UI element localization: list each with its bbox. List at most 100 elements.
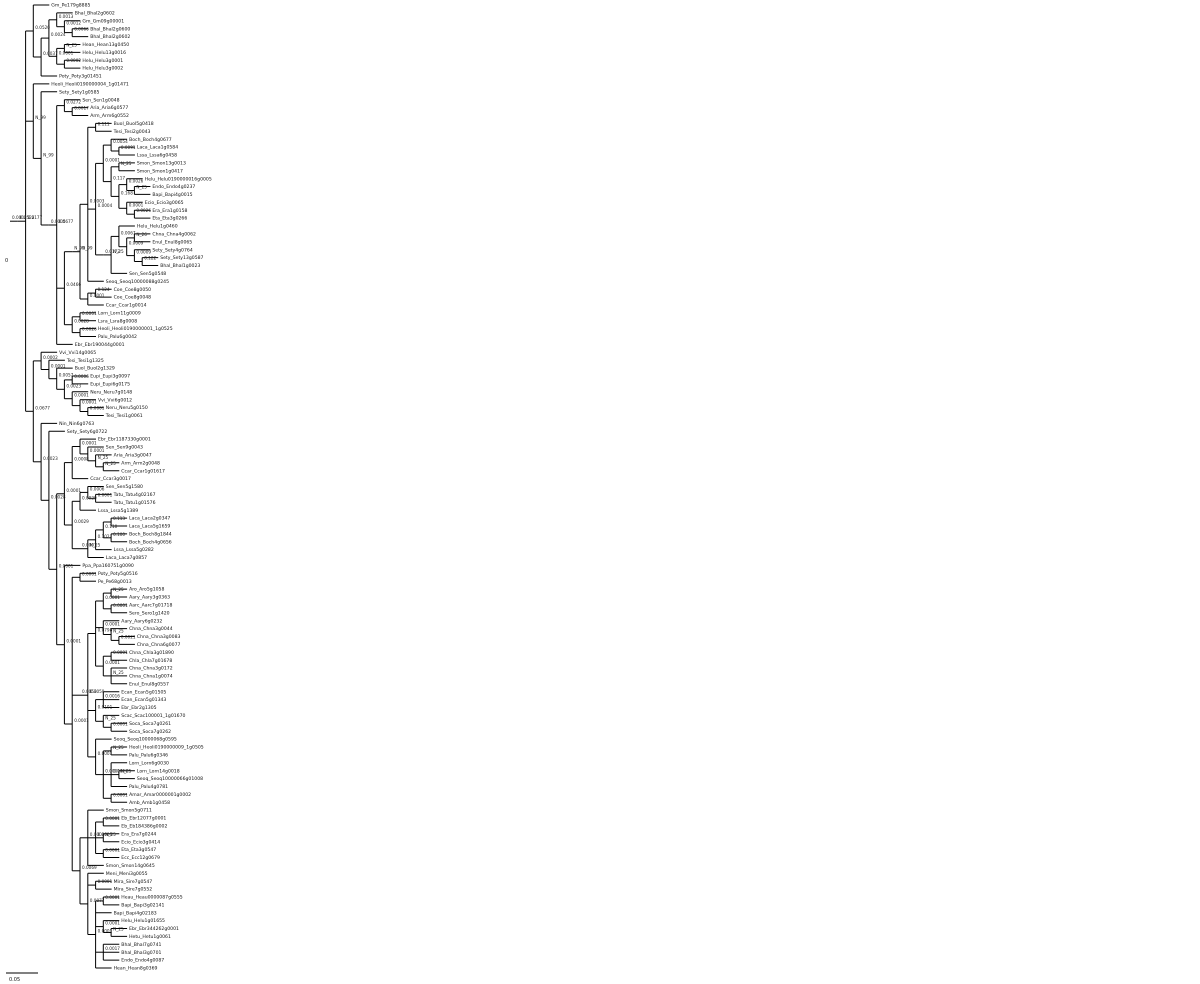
tip-label: Bhal_Bhal2g0602 bbox=[90, 34, 130, 40]
tip-label: Buol_Buol2g1329 bbox=[75, 366, 115, 372]
tip-label: Helu_Helu13g0016 bbox=[82, 50, 126, 56]
branch-support-value: 0.0001 bbox=[59, 563, 74, 568]
tip-label: Chna_Chna3g0044 bbox=[129, 626, 173, 632]
branch-support-value: N_25 bbox=[113, 249, 124, 254]
tip-label: Gm_Pe179g8885 bbox=[51, 3, 90, 9]
branch-support-value: 0.117 bbox=[113, 176, 125, 181]
tip-label: Palu_Palu4g0781 bbox=[129, 784, 168, 790]
tip-label: Hean_Hean8g0369 bbox=[114, 966, 158, 972]
scale-bar: 0.05 bbox=[6, 972, 38, 983]
tip-label: Palu_Palu6g0346 bbox=[129, 753, 168, 759]
branch-support-value: 0.0001 bbox=[82, 543, 97, 548]
tip-label: Hetu_Hetu1g0061 bbox=[129, 934, 171, 940]
branch-support-value: 0.0027 bbox=[113, 769, 128, 774]
tip-label: Aria_Aria6g0577 bbox=[90, 105, 128, 111]
tip-label: Boch_Boch8g1844 bbox=[129, 532, 172, 538]
tip-label: Neru_Neru5g0150 bbox=[106, 405, 148, 411]
branch-support-value: 0.113 bbox=[113, 516, 125, 521]
branch-support-value: 0.0001 bbox=[113, 650, 128, 655]
branch-support-value: 0.0002 bbox=[43, 355, 58, 360]
tip-label: Palu_Palu6g0042 bbox=[98, 334, 137, 340]
tip-label: Heoli_Heoli0190000001_1g0525 bbox=[98, 326, 173, 332]
tip-label: Laca_Laca2g0347 bbox=[129, 516, 170, 522]
tip-label: Endo_Endo4g0237 bbox=[152, 184, 195, 190]
tip-label: Aary_Aary3g0363 bbox=[129, 595, 170, 601]
tip-label: Coe_Coe8g0050 bbox=[114, 287, 152, 293]
tip-label: Eb_Eb184386g0002 bbox=[121, 824, 167, 830]
tip-label: Sety_Sety6g0722 bbox=[67, 429, 107, 435]
branch-support-value: 0.0001 bbox=[90, 448, 105, 453]
branch-support-value: 0.0026 bbox=[136, 208, 151, 213]
tip-label: Pe_Pe68g0013 bbox=[98, 579, 132, 585]
tip-label: Endo_Endo4g0087 bbox=[121, 958, 164, 964]
branch-support-value: 0.0001 bbox=[90, 406, 105, 411]
tip-label: Heoli_Heoli0190000004_1g01471 bbox=[51, 82, 129, 88]
tip-label: Amar_Amar0000001g0002 bbox=[129, 792, 191, 798]
tip-label: Ebr_Ebr190044g0001 bbox=[75, 342, 125, 348]
tip-label: Helu_Helu3g0002 bbox=[82, 66, 123, 72]
tip-label: Ecc_Ecc12g0679 bbox=[121, 855, 160, 861]
tip-label: Smon_Smon5g0711 bbox=[106, 808, 152, 814]
branch-support-value: N_25 bbox=[121, 769, 132, 774]
tip-label: Bhal_Bhal2g0602 bbox=[75, 11, 115, 17]
branch-support-value: 0.0023 bbox=[43, 456, 58, 461]
tip-label: Ecio_Ecio3g0065 bbox=[145, 200, 184, 206]
branch-support-value: 0.100 bbox=[113, 532, 125, 537]
branch-support-value: 0.0006 bbox=[74, 374, 89, 379]
branch-support-value: N_25 bbox=[90, 543, 101, 548]
tip-label: Tesi_Tesi1g0061 bbox=[105, 413, 143, 419]
tip-label: Mira_Sire7g0547 bbox=[114, 879, 153, 885]
branch-support-value: 0.0006 bbox=[90, 486, 105, 491]
branch-support-value: 0.0001 bbox=[82, 571, 97, 576]
tip-label: Chna_Chla3g01890 bbox=[129, 650, 174, 656]
branch-support-value: N_25 bbox=[113, 629, 124, 634]
branch-support-value: 0.0021 bbox=[121, 634, 136, 639]
tip-label: Neru_Neru7g0148 bbox=[90, 389, 132, 395]
tip-label: Lssa_Lssa6g0458 bbox=[137, 153, 177, 159]
branch-support-value: 0.0002 bbox=[12, 215, 27, 220]
branch-support-value: N_99 bbox=[43, 152, 54, 157]
branch-support-value: 0.0003 bbox=[90, 198, 105, 203]
tip-label: Ebr_Ebr1187330g0001 bbox=[98, 437, 151, 443]
branch-support-value: 0.0004 bbox=[98, 203, 113, 208]
tip-label: Ccar_Ccar3g0017 bbox=[90, 476, 131, 482]
root-label: 0 bbox=[5, 258, 8, 264]
branch-support-value: 0.0091 bbox=[121, 145, 136, 150]
tip-label: Laca_Laca5g1659 bbox=[129, 524, 170, 530]
tip-label: Eta_Eta3g0266 bbox=[152, 216, 187, 222]
tip-label: Bhal_Bhal3g0701 bbox=[121, 950, 161, 956]
tip-label: Heau_Heau0000087g0555 bbox=[121, 895, 182, 901]
tip-label: Nin_Nin6g0763 bbox=[59, 421, 94, 427]
branch-support-value: 0.0001 bbox=[90, 832, 105, 837]
branch-support-value: 0.0001 bbox=[98, 929, 113, 934]
tip-label: Aro_Aro5g1058 bbox=[129, 587, 164, 593]
branch-support-value: 0.0026 bbox=[82, 327, 97, 332]
tip-label: Soca_Soca7g0261 bbox=[129, 721, 171, 727]
branch-support-value: 0.0029 bbox=[74, 519, 89, 524]
branch-support-value: N_99 bbox=[35, 115, 46, 120]
branch-support-value: 0.0001 bbox=[105, 157, 120, 162]
branch-support-value: 0.0001 bbox=[66, 639, 81, 644]
tip-label: Ecan_Ecan5g01343 bbox=[121, 697, 166, 703]
branch-support-value: 0.0001 bbox=[74, 718, 89, 723]
tip-label: Ecan_Ecan5g01505 bbox=[121, 689, 166, 695]
branch-support-value: 0.0069 bbox=[82, 865, 97, 870]
branch-support-value: 0.0057 bbox=[59, 373, 74, 378]
tip-label: Ppa_Ppa160751g0090 bbox=[82, 563, 134, 569]
tip-label: Sero_Sero1g1420 bbox=[129, 610, 170, 616]
branch-support-value: 0.111 bbox=[98, 121, 110, 126]
tip-label: Seoq_Seoq10000066g01008 bbox=[137, 776, 203, 782]
tip-label: Aria_Aria3g0047 bbox=[114, 453, 152, 459]
tip-label: Bapi_Bapi4g02183 bbox=[114, 910, 157, 916]
tip-label: Boch_Boch4g0677 bbox=[129, 137, 172, 143]
tip-label: Helu_Helu1g0460 bbox=[137, 224, 178, 230]
branch-support-value: 0.0001 bbox=[74, 393, 89, 398]
tip-label: Ecio_Ecio3g0414 bbox=[121, 839, 160, 845]
branch-support-value: 0.0001 bbox=[105, 921, 120, 926]
tip-label: Bhal_Bhal1g0023 bbox=[160, 263, 200, 269]
tip-label: Chna_Chna4g0062 bbox=[152, 232, 196, 238]
branch-support-value: N_25 bbox=[113, 670, 124, 675]
tip-label: Arm_Arm2g0048 bbox=[121, 460, 160, 466]
tip-label: Mira_Sire7g0552 bbox=[114, 887, 153, 893]
